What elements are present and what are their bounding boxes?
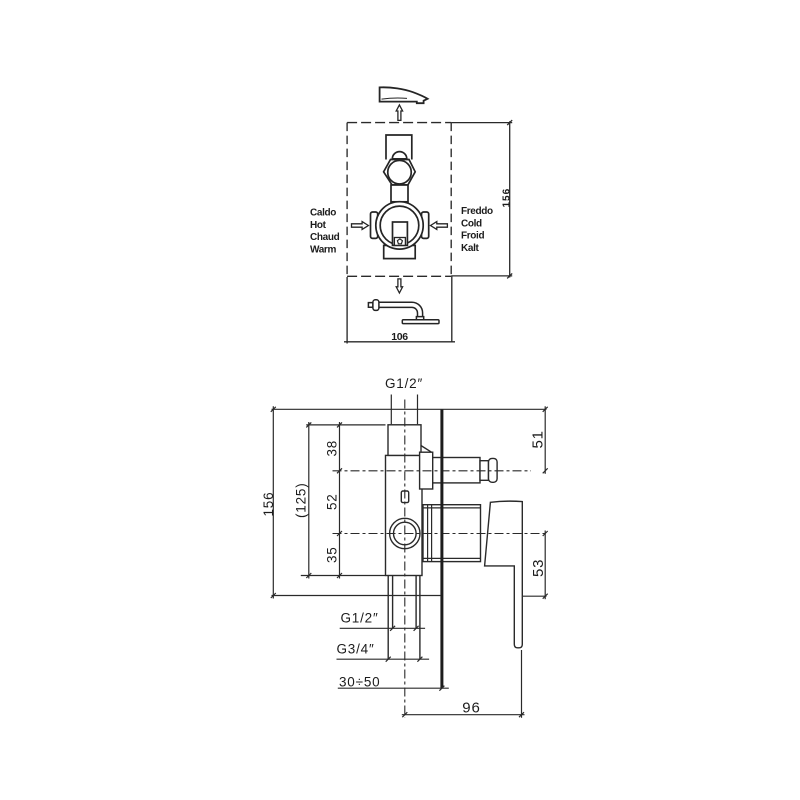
svg-text:53: 53 [530,559,547,577]
svg-text:51: 51 [530,430,547,448]
svg-text:156: 156 [502,188,513,208]
svg-text:52: 52 [325,493,340,510]
svg-text:Cold: Cold [461,218,482,229]
svg-text:G1/2″: G1/2″ [341,611,379,626]
svg-text:(125): (125) [294,482,309,518]
svg-text:156: 156 [261,492,276,517]
svg-text:96: 96 [462,700,480,717]
svg-text:G1/2″: G1/2″ [385,376,423,391]
svg-text:Froid: Froid [461,231,484,242]
svg-text:Freddo: Freddo [461,206,493,217]
svg-text:Hot: Hot [310,220,327,231]
svg-text:106: 106 [391,331,408,343]
svg-text:38: 38 [325,440,340,457]
svg-text:Caldo: Caldo [310,208,336,219]
svg-text:G3/4″: G3/4″ [337,642,375,657]
svg-text:35: 35 [325,546,340,563]
svg-text:Warm: Warm [310,245,336,256]
svg-text:Chaud: Chaud [310,232,340,243]
svg-text:30÷50: 30÷50 [339,675,380,690]
svg-text:Kalt: Kalt [461,243,480,254]
